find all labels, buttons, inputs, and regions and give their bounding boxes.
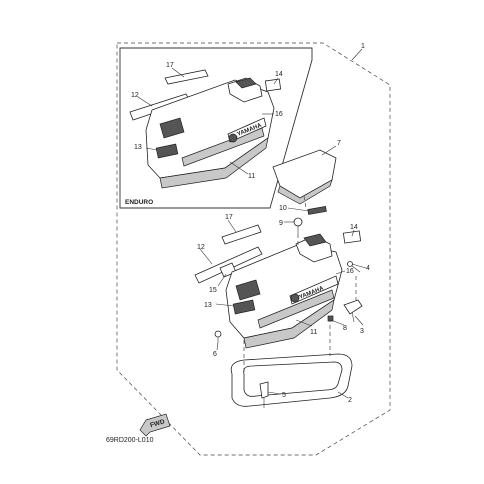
callout-12b: 12: [197, 244, 205, 251]
bolt-4: [347, 261, 361, 273]
fwd-arrow: FWD: [139, 413, 171, 437]
nut-8: [327, 315, 334, 322]
inset-handle-grip: [235, 77, 257, 89]
callout-17b: 17: [225, 214, 233, 221]
callout-13b: 13: [204, 302, 212, 309]
callout-8: 8: [343, 325, 347, 332]
assembly-boundary: [116, 42, 391, 456]
screw-6: [214, 330, 222, 342]
enduro-inset-box: [119, 47, 313, 209]
callout-14b: 14: [350, 224, 358, 231]
callout-11: 11: [248, 173, 255, 180]
decal-14: [342, 230, 362, 244]
callout-6: 6: [213, 351, 217, 358]
hook-5: [259, 381, 269, 408]
callout-7: 7: [337, 140, 341, 147]
inset-label: ENDURO: [125, 199, 153, 206]
grommet-10: [307, 206, 327, 215]
emblem-13: [232, 299, 256, 315]
decal-17: [221, 224, 262, 245]
callout-12: 12: [131, 92, 139, 99]
callout-11b: 11: [310, 329, 317, 336]
inset-decal-17: [164, 69, 209, 85]
callout-3: 3: [360, 328, 364, 335]
svg-text:FWD: FWD: [149, 418, 165, 429]
cover-7: [272, 149, 337, 205]
callout-14: 14: [275, 71, 283, 78]
screw-9: [293, 217, 303, 234]
callout-5: 5: [282, 392, 286, 399]
inset-brand-logo: [228, 133, 238, 143]
callout-10: 10: [279, 205, 287, 212]
callout-17: 17: [166, 62, 174, 69]
callout-4: 4: [366, 265, 370, 272]
callout-9: 9: [279, 220, 283, 227]
seal-2: [230, 353, 353, 407]
inset-cowling-side: [159, 137, 269, 189]
callout-13: 13: [134, 144, 142, 151]
leader-lines: [137, 48, 367, 399]
inset-top-cowling: [129, 69, 282, 189]
top-cowling-1: [225, 233, 343, 349]
callout-15: 15: [209, 287, 217, 294]
callout-2: 2: [348, 397, 352, 404]
callout-16b: 16: [346, 268, 354, 275]
callout-16: 16: [275, 111, 283, 118]
inset-decal-14: [264, 78, 282, 92]
inset-window: [159, 117, 185, 139]
callout-1: 1: [361, 43, 365, 50]
inset-emblem-13: [155, 143, 179, 159]
diagram-code: 69RD200-L010: [106, 437, 154, 444]
lever-3: [343, 299, 363, 323]
mounting-guides: [243, 195, 357, 372]
